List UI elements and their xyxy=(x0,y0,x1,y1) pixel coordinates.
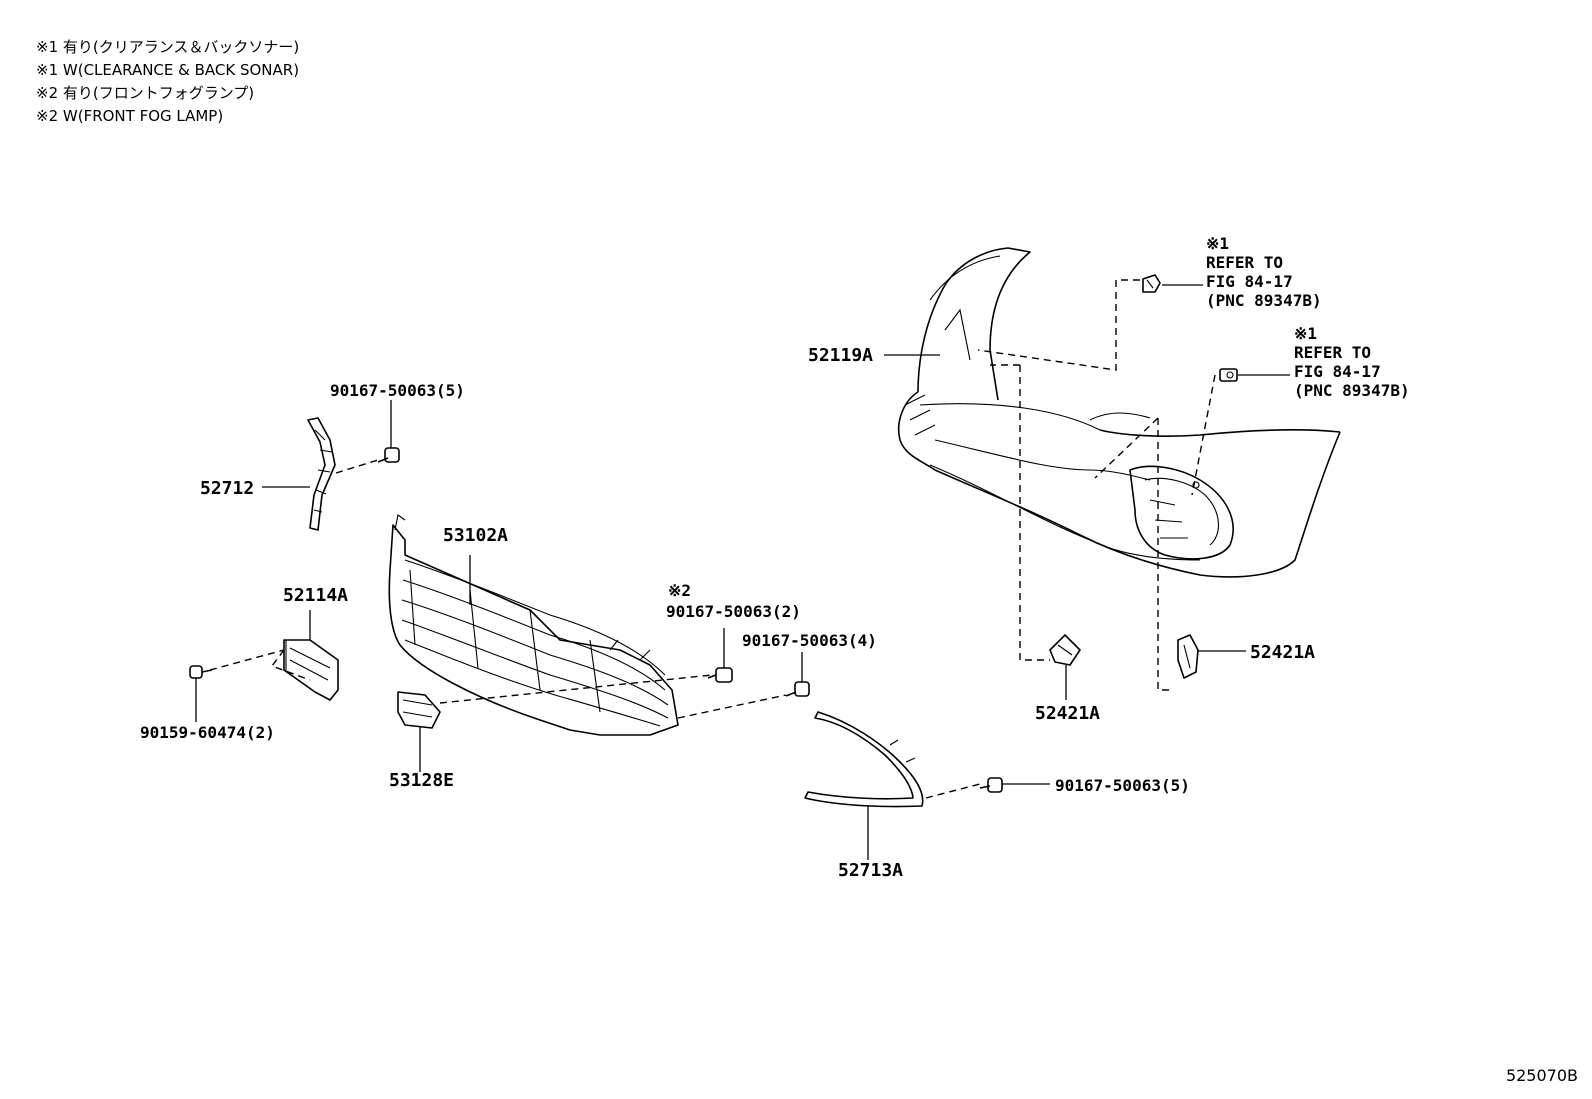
screw-grille-icon xyxy=(785,681,810,697)
note-line: ※1 有り(クリアランス＆バックソナー) xyxy=(36,38,300,56)
bracket-52114A-drawing xyxy=(283,639,339,701)
part-number-52119A: 52119A xyxy=(808,345,873,366)
screw-molding-icon xyxy=(979,777,1003,793)
refer-line: FIG 84-17 xyxy=(1294,362,1381,381)
part-number-90167-50063-5-top: 90167-50063(5) xyxy=(330,381,465,400)
bracket-52712-drawing xyxy=(307,417,336,531)
refer-line: (PNC 89347B) xyxy=(1294,381,1410,400)
note-mark: ※1 xyxy=(1206,234,1229,253)
bolt-90159-icon xyxy=(189,665,213,679)
molding-52713A-drawing xyxy=(804,711,924,808)
notes-block: ※1 有り(クリアランス＆バックソナー) ※1 W(CLEARANCE & BA… xyxy=(36,36,299,128)
part-number-52712: 52712 xyxy=(200,478,254,499)
part-number-52421A-left: 52421A xyxy=(1035,703,1100,724)
air-guide-right-drawing xyxy=(1177,634,1199,679)
sonar-holder-top-icon xyxy=(1142,274,1161,293)
part-number-90159-60474-2: 90159-60474(2) xyxy=(140,723,275,742)
note-mark: ※1 xyxy=(1294,324,1317,343)
part-number-90167-50063-4: 90167-50063(4) xyxy=(742,631,877,650)
note-line: ※2 W(FRONT FOG LAMP) xyxy=(36,107,224,125)
refer-line: REFER TO xyxy=(1294,343,1371,362)
refer-line: REFER TO xyxy=(1206,253,1283,272)
part-number-53128E: 53128E xyxy=(389,770,454,791)
note-line: ※1 W(CLEARANCE & BACK SONAR) xyxy=(36,61,300,79)
part-number-90167-50063-2: 90167-50063(2) xyxy=(666,602,801,621)
refer-line: FIG 84-17 xyxy=(1206,272,1293,291)
sonar-holder-side-icon xyxy=(1219,368,1238,382)
clip-53128E-drawing xyxy=(397,691,441,729)
screw-top-icon xyxy=(377,447,400,463)
grille-53102A-drawing xyxy=(388,514,679,736)
part-number-90167-50063-5-bottom: 90167-50063(5) xyxy=(1055,776,1190,795)
part-number-52421A-right: 52421A xyxy=(1250,642,1315,663)
refer-line: (PNC 89347B) xyxy=(1206,291,1322,310)
bumper-cover-drawing xyxy=(898,247,1341,578)
note-mark-2: ※2 xyxy=(668,581,691,600)
figure-code: 525070B xyxy=(1505,1066,1578,1085)
screw-fog-icon xyxy=(707,667,733,683)
refer-to-block-top: ※1 REFER TO FIG 84-17 (PNC 89347B) xyxy=(1206,234,1322,310)
air-guide-left-drawing xyxy=(1049,634,1081,666)
part-number-52114A: 52114A xyxy=(283,585,348,606)
refer-to-block-side: ※1 REFER TO FIG 84-17 (PNC 89347B) xyxy=(1294,324,1410,400)
part-number-53102A: 53102A xyxy=(443,525,508,546)
part-number-52713A: 52713A xyxy=(838,860,903,881)
note-line: ※2 有り(フロントフォグランプ) xyxy=(36,84,255,102)
